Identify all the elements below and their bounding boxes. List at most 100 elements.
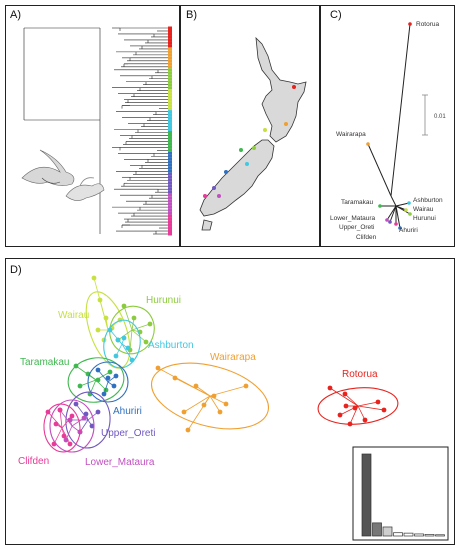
dapc-point-rotorua <box>347 421 353 427</box>
dendro-tip <box>168 205 172 209</box>
dendrogram <box>23 27 168 235</box>
dendro-tip <box>168 128 172 131</box>
tree-tip-wairarapa <box>366 142 370 146</box>
dendro-tip <box>168 119 172 123</box>
dapc-label-lower-mataura: Lower_Mataura <box>85 457 155 468</box>
dendro-tip <box>168 68 172 72</box>
dendro-tip <box>168 50 172 54</box>
dendro-tip <box>168 83 172 87</box>
dendro-tip <box>168 92 172 96</box>
dendro-tip <box>168 148 172 152</box>
tree-tip-upper-oreti <box>388 220 392 224</box>
dapc-point-rotorua <box>337 412 343 418</box>
eigenvalue-bar <box>403 532 414 537</box>
dendro-tip <box>168 56 172 60</box>
dendro-tip <box>168 223 172 227</box>
dendro-tip <box>168 122 172 126</box>
map-dot-rotorua <box>292 85 296 89</box>
dendro-tip <box>168 41 172 45</box>
dendro-tip <box>168 187 172 191</box>
dendro-tip <box>168 142 172 146</box>
dendro-tip <box>168 199 172 203</box>
panel-b-letter: B) <box>186 9 197 21</box>
dendro-tip <box>168 163 172 167</box>
unrooted-tree <box>367 23 411 229</box>
dapc-spoke-wairarapa <box>209 385 247 397</box>
tree-label-wairau: Wairau <box>413 206 434 213</box>
dapc-point-hurunui <box>147 321 153 327</box>
dapc-point-hurunui <box>121 303 127 309</box>
eigenvalue-bar <box>393 532 403 537</box>
panel-d-frame <box>5 258 455 545</box>
tree-label-ashburton: Ashburton <box>413 197 443 204</box>
tree-label-hurunui: Hurunui <box>413 215 436 222</box>
dapc-spoke-lower-mataura <box>71 417 85 427</box>
dapc-spoke-wairarapa <box>195 385 211 397</box>
dapc-point-rotorua <box>375 399 381 405</box>
dapc-point-clifden <box>45 409 51 415</box>
dapc-point-wairau <box>103 315 109 321</box>
dapc-point-clifden <box>53 421 59 427</box>
dendro-tip <box>168 47 172 51</box>
dendro-tip <box>168 53 172 57</box>
dendro-tip <box>168 125 172 129</box>
dendro-tip <box>168 77 172 81</box>
dendro-tip <box>168 145 172 149</box>
dapc-spoke-wairarapa <box>209 395 221 413</box>
dapc-spoke-wairarapa <box>183 395 211 413</box>
dapc-spoke-upper-oreti <box>79 419 89 433</box>
dendro-tip <box>168 107 172 111</box>
dapc-spoke-ahuriri <box>97 369 109 383</box>
tree-label-clifden: Clifden <box>356 234 377 241</box>
dapc-point-hurunui <box>143 339 149 345</box>
dapc-point-rotorua <box>342 391 348 397</box>
dapc-spoke-hurunui <box>129 329 133 351</box>
dapc-point-ahuriri <box>101 391 107 397</box>
north-island <box>255 36 307 143</box>
dendro-tip <box>168 59 172 63</box>
dapc-point-ashburton <box>121 335 127 341</box>
dendro-tip <box>168 101 172 105</box>
dapc-point-wairarapa <box>193 383 199 389</box>
dapc-spoke-rotorua <box>357 401 379 407</box>
dapc-point-wairarapa <box>172 375 178 381</box>
dendro-tip <box>168 190 172 194</box>
tree-tip-ahuriri <box>398 226 402 230</box>
panel-a-frame <box>5 5 180 247</box>
map-dot-lower-mataura <box>217 194 221 198</box>
dendro-tip <box>168 104 172 108</box>
dendro-tip <box>168 202 172 206</box>
dendro-tip <box>168 214 172 218</box>
dendro-tip <box>168 80 172 84</box>
dapc-point-upper-oreti <box>95 409 101 415</box>
dapc-label-ashburton: Ashburton <box>148 340 194 351</box>
dapc-point-lower-mataura <box>81 415 87 421</box>
eigenvalue-bar <box>414 533 424 537</box>
eigenvalue-bar <box>382 526 393 537</box>
dendro-tip <box>168 29 172 33</box>
dendro-tip <box>168 116 172 120</box>
dapc-point-taramakau <box>73 363 79 369</box>
dendrogram-tip-colors <box>168 26 172 236</box>
dendro-tip <box>168 139 172 143</box>
dapc-spoke-lower-mataura <box>59 409 73 427</box>
tree-label-ahuriri: Ahuriri <box>399 227 418 234</box>
dapc-point-upper-oreti <box>73 401 79 407</box>
dendro-tip <box>168 133 172 137</box>
tree-tip-clifden <box>394 222 398 226</box>
dapc-spoke-wairau <box>99 299 109 331</box>
nz-map <box>199 36 307 231</box>
dapc-point-wairau <box>97 297 103 303</box>
dapc-point-rotorua <box>343 403 349 409</box>
map-dot-hurunui <box>252 146 256 150</box>
dapc-point-wairarapa <box>201 402 207 408</box>
eigenvalue-bar <box>372 522 382 537</box>
eigenvalue-bar <box>435 534 445 537</box>
dapc-label-rotorua: Rotorua <box>342 369 378 380</box>
panel-a-letter: A) <box>10 9 21 21</box>
tree-tip-ashburton <box>407 201 411 205</box>
tree-label-rotorua: Rotorua <box>416 21 440 28</box>
dendro-tip <box>168 175 172 179</box>
dendro-tip <box>168 226 172 230</box>
map-dot-clifden <box>203 194 207 198</box>
